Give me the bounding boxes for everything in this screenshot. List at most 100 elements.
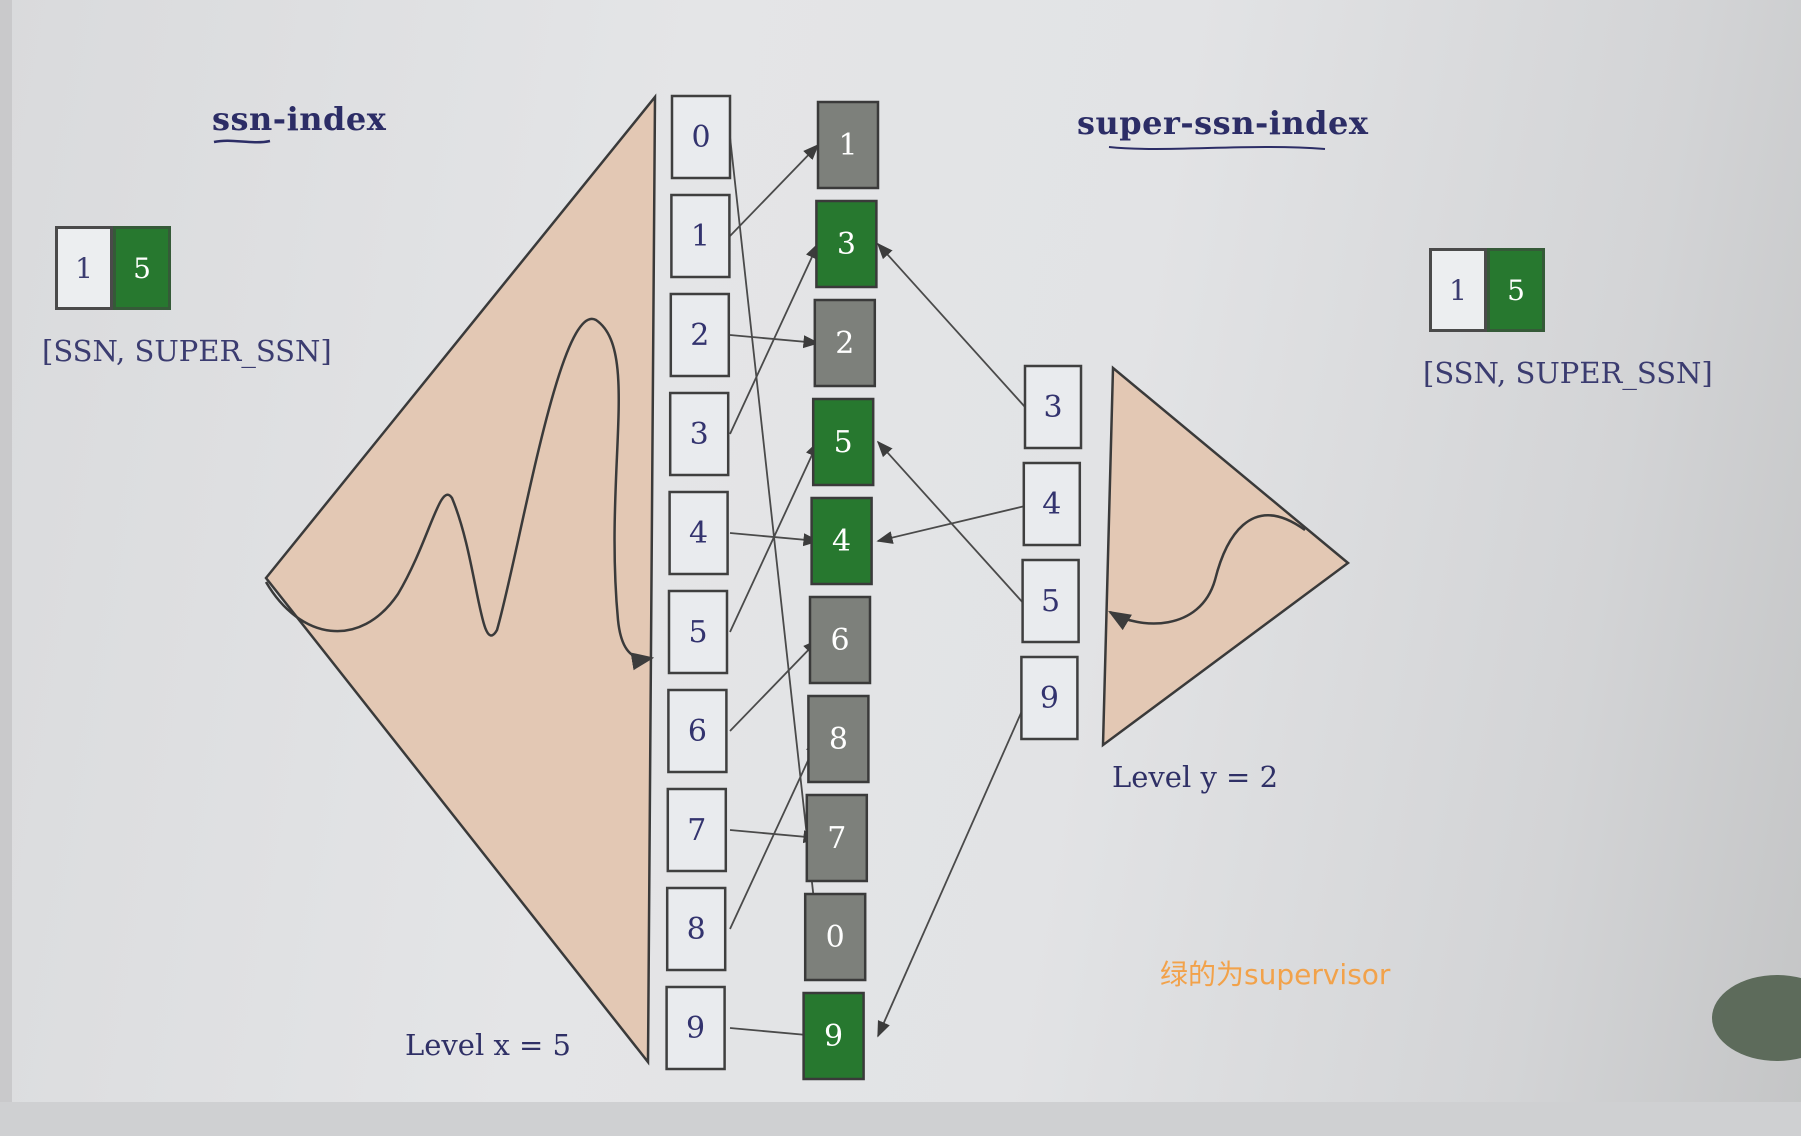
level-y-node-box: [1021, 558, 1080, 644]
level-y-node: 5: [1021, 558, 1080, 644]
super-ssn-node: 0: [803, 892, 867, 982]
left-legend: 1 5: [55, 226, 171, 310]
link-ssn-to-super: [729, 638, 820, 732]
super-ssn-node: 7: [805, 793, 869, 883]
super-ssn-node-label: 0: [826, 920, 845, 955]
ssn-index-title: ssn-index: [212, 100, 387, 144]
legend-ssn-cell: 1: [1429, 248, 1487, 332]
ssn-node: 3: [668, 391, 730, 477]
title-underline: [213, 139, 271, 144]
ssn-node-label: 5: [688, 615, 707, 650]
super-ssn-node-box: [803, 892, 867, 982]
level-x-caption: Level x = 5: [405, 1028, 571, 1062]
ssn-node-box: [670, 193, 731, 279]
level-y-node-box: [1020, 655, 1079, 741]
super-ssn-node: 5: [811, 397, 875, 487]
ssn-node-label: 0: [691, 120, 710, 155]
super-ssn-node-box: [810, 496, 873, 586]
super-ssn-node-box: [815, 199, 878, 289]
level-y-node: 9: [1020, 655, 1079, 741]
super-ssn-node: 1: [816, 100, 880, 190]
super-ssn-node-label: 4: [832, 524, 851, 559]
super-ssn-node-label: 7: [827, 821, 846, 856]
screen-bottom-band: [0, 1102, 1801, 1136]
level-y-column: 3 4 5 9: [1020, 364, 1083, 741]
level-y-node: 3: [1023, 364, 1083, 450]
level-y-node-label: 3: [1043, 390, 1062, 425]
super-ssn-node-box: [813, 298, 877, 388]
link-level-y-to-super: [876, 440, 1026, 606]
ssn-node-label: 3: [690, 417, 709, 452]
ssn-node-label: 9: [686, 1011, 705, 1046]
ssn-node-box: [665, 886, 727, 972]
legend-ssn-cell: 1: [55, 226, 113, 310]
ssn-node: 9: [665, 985, 726, 1071]
ssn-node-box: [667, 688, 728, 774]
super-ssn-index-title-text: super-ssn-index: [1077, 104, 1369, 142]
ssn-node-box: [668, 490, 729, 576]
link-level-y-to-super: [876, 242, 1026, 408]
level-y-curve: [1108, 514, 1306, 631]
ssn-node: 8: [665, 886, 727, 972]
ssn-node: 5: [667, 589, 729, 675]
super-ssn-node-box: [816, 100, 880, 190]
level-y-node-box: [1023, 364, 1083, 450]
super-ssn-node: 3: [815, 199, 878, 289]
super-ssn-node-label: 3: [837, 227, 856, 262]
super-ssn-node-box: [811, 397, 875, 487]
ssn-node: 1: [670, 193, 731, 279]
ssn-node: 0: [670, 94, 732, 180]
ssn-node-label: 4: [689, 516, 708, 551]
link-ssn-to-super: [729, 737, 819, 930]
ssn-index-title-text: ssn-index: [212, 100, 387, 138]
super-ssn-node-box: [805, 793, 869, 883]
right-legend-caption: [SSN, SUPER_SSN]: [1423, 356, 1713, 390]
level-y-node: 4: [1022, 461, 1082, 547]
ssn-node-box: [670, 94, 732, 180]
super-ssn-column: 1 3 2 5 4 6 8 7 0 9: [802, 100, 880, 1081]
super-ssn-node: 8: [807, 694, 870, 784]
level-y-node-label: 4: [1042, 487, 1061, 522]
ssn-node-box: [666, 787, 728, 873]
ssn-node-box: [665, 985, 726, 1071]
level-y-node-label: 5: [1041, 584, 1060, 619]
link-ssn-to-super: [729, 440, 819, 633]
super-ssn-node-label: 1: [838, 128, 857, 163]
ssn-node-box: [669, 292, 731, 378]
ssn-node-label: 1: [691, 219, 710, 254]
super-ssn-node-box: [802, 991, 865, 1081]
super-ssn-node: 4: [810, 496, 873, 586]
super-ssn-node: 9: [802, 991, 865, 1081]
ssn-node-label: 6: [688, 714, 707, 749]
ssn-node: 4: [668, 490, 729, 576]
level-y-node-label: 9: [1040, 681, 1059, 716]
level-y-caption: Level y = 2: [1112, 760, 1279, 794]
super-ssn-node: 6: [808, 595, 872, 685]
legend-super-ssn-cell: 5: [1487, 248, 1545, 332]
link-ssn-to-super: [729, 143, 820, 237]
super-ssn-node-label: 5: [834, 425, 853, 460]
title-underline: [1108, 146, 1326, 150]
ssn-node: 2: [669, 292, 731, 378]
ssn-node: 6: [667, 688, 728, 774]
super-ssn-node-label: 8: [829, 722, 848, 757]
super-ssn-node-label: 9: [824, 1019, 843, 1054]
super-ssn-node-label: 2: [835, 326, 854, 361]
screen-edge: [0, 0, 12, 1136]
level-y-triangle: [1101, 365, 1351, 748]
ssn-node: 7: [666, 787, 728, 873]
link-ssn-to-super: [729, 242, 819, 435]
ssn-node-label: 8: [687, 912, 706, 947]
ssn-node-label: 7: [687, 813, 706, 848]
super-ssn-node-box: [807, 694, 870, 784]
ssn-node-box: [667, 589, 729, 675]
level-y-node-box: [1022, 461, 1082, 547]
left-legend-caption: [SSN, SUPER_SSN]: [42, 334, 332, 368]
super-ssn-node-label: 6: [830, 623, 849, 658]
ssn-node-label: 2: [690, 318, 709, 353]
ssn-node-box: [668, 391, 730, 477]
link-level-y-to-super: [877, 703, 1026, 1038]
level-x-triangle: [264, 93, 657, 1066]
